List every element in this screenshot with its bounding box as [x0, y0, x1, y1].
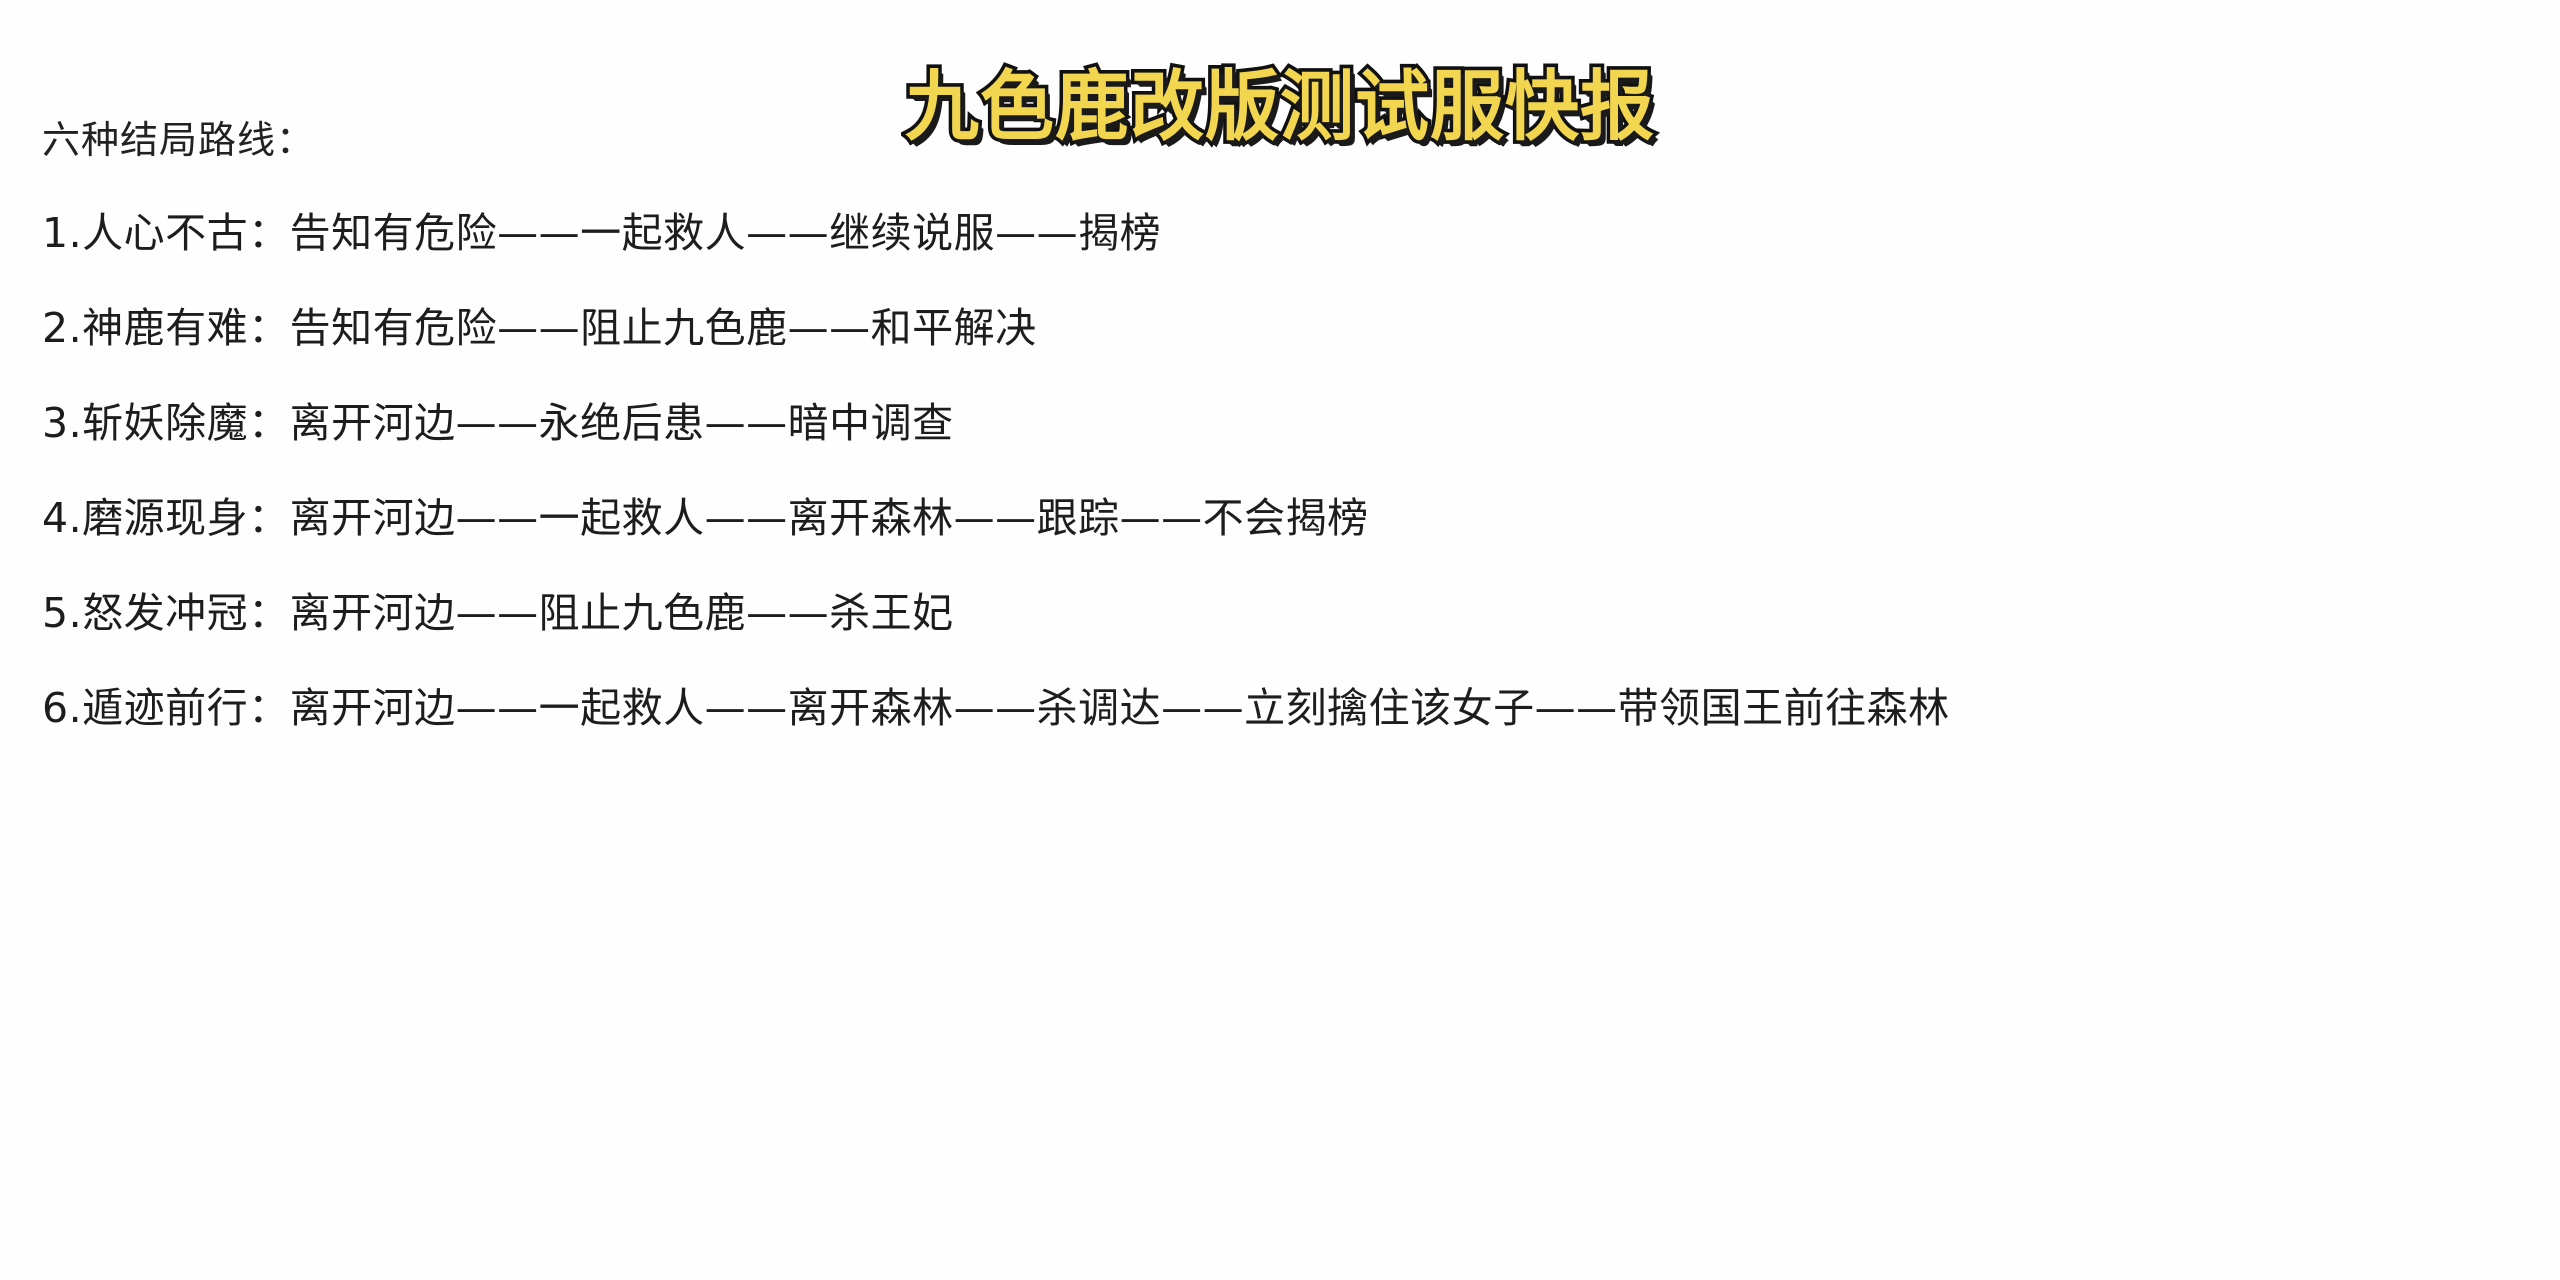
route-item-4: 4.磨源现身：离开河边——一起救人——离开森林——跟踪——不会揭榜: [42, 494, 1369, 543]
route-item-6: 6.遁迹前行：离开河边——一起救人——离开森林——杀调达——立刻擒住该女子——带…: [42, 684, 1950, 733]
title-container: 九色鹿改版测试服快报: [0, 0, 2560, 151]
document-body: 六种结局路线： 1.人心不古：告知有危险——一起救人——继续说服——揭榜 2.神…: [0, 118, 2560, 732]
route-item-1: 1.人心不古：告知有危险——一起救人——继续说服——揭榜: [42, 208, 1162, 257]
route-item-3: 3.斩妖除魔：离开河边——永绝后患——暗中调查: [42, 398, 954, 447]
route-item-2: 2.神鹿有难：告知有危险——阻止九色鹿——和平解决: [42, 303, 1037, 352]
route-item-5: 5.怒发冲冠：离开河边——阻止九色鹿——杀王妃: [42, 589, 954, 638]
ending-routes-list: 1.人心不古：告知有危险——一起救人——继续说服——揭榜 2.神鹿有难：告知有危…: [42, 208, 2560, 733]
page-title: 九色鹿改版测试服快报: [902, 61, 1658, 152]
section-heading: 六种结局路线：: [42, 118, 316, 162]
